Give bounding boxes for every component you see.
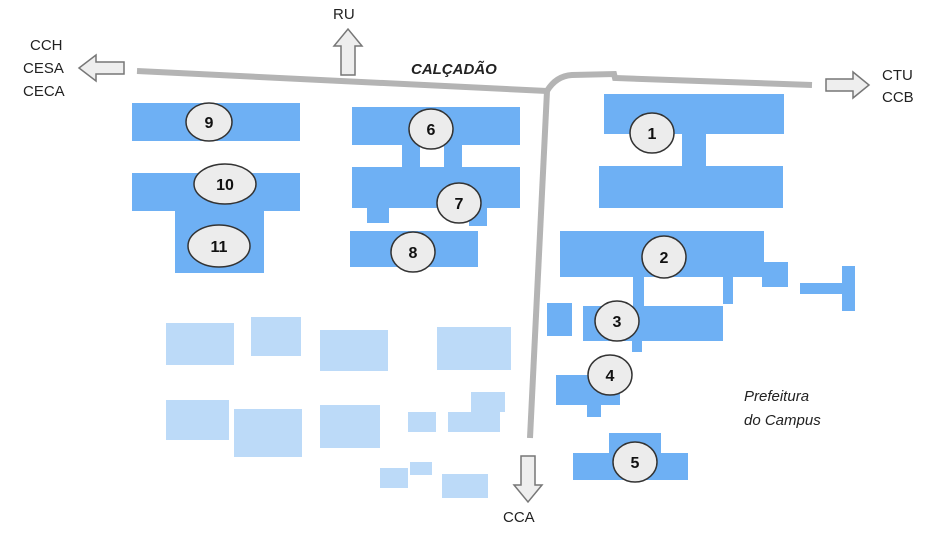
building-6-connector	[444, 143, 462, 171]
faded-building	[471, 392, 505, 412]
faded-building	[380, 468, 408, 488]
faded-building	[442, 474, 488, 498]
building-marker-10[interactable]: 10	[193, 163, 257, 205]
building-2-wing	[723, 277, 733, 304]
marker-circle	[436, 182, 482, 224]
building-marker-5[interactable]: 5	[612, 441, 658, 483]
marker-circle	[587, 354, 633, 396]
building-number: 1	[648, 126, 657, 143]
direction-east-label: CCB	[882, 89, 914, 106]
marker-circle	[594, 300, 640, 342]
area-label: do Campus	[744, 412, 821, 429]
direction-south-label: CCA	[503, 509, 535, 526]
marker-circle	[185, 102, 233, 142]
arrow-down-icon	[512, 455, 544, 504]
building-number: 9	[205, 115, 214, 132]
building-number: 10	[216, 177, 234, 194]
roads	[136, 68, 813, 439]
building-marker-2[interactable]: 2	[641, 235, 687, 279]
building-7-shape	[352, 167, 520, 208]
street-label: CALÇADÃO	[411, 60, 497, 78]
building-number: 7	[455, 196, 464, 213]
building-marker-3[interactable]: 3	[594, 300, 640, 342]
building-1-connector	[682, 132, 706, 172]
faded-building	[166, 323, 234, 365]
building-number: 2	[660, 250, 669, 267]
faded-building	[410, 462, 432, 475]
marker-circle	[641, 235, 687, 279]
faded-building	[320, 330, 388, 371]
marker-circle	[408, 108, 454, 150]
direction-west-label: CECA	[23, 83, 65, 100]
building-6-connector	[402, 143, 420, 171]
faded-building	[234, 409, 302, 457]
area-label: Prefeitura	[744, 388, 809, 405]
marker-circle	[612, 441, 658, 483]
east-road	[544, 70, 813, 93]
building-2-annex	[800, 283, 844, 294]
building-2-annex	[842, 266, 855, 311]
calcadao-road	[136, 68, 548, 94]
building-7-wing	[367, 205, 389, 223]
central-road	[527, 90, 550, 439]
faded-building	[448, 412, 500, 432]
building-2-wing	[633, 277, 644, 307]
faded-building	[251, 317, 301, 356]
faded-building	[408, 412, 436, 432]
marker-circle	[390, 231, 436, 273]
arrow-left-icon	[77, 53, 125, 83]
building-marker-8[interactable]: 8	[390, 231, 436, 273]
arrow-up-icon	[332, 27, 364, 76]
marker-circle	[187, 224, 251, 268]
direction-west-label: CCH	[30, 37, 63, 54]
direction-east-label: CTU	[882, 67, 913, 84]
building-number: 5	[631, 455, 640, 472]
direction-arrows	[77, 27, 871, 504]
other-buildings	[166, 317, 511, 498]
building-2-wing	[762, 262, 788, 287]
building-3-wing	[632, 339, 642, 352]
building-marker-11[interactable]: 11	[187, 224, 251, 268]
direction-west-label: CESA	[23, 60, 64, 77]
building-marker-9[interactable]: 9	[185, 102, 233, 142]
building-marker-7[interactable]: 7	[436, 182, 482, 224]
building-number: 6	[427, 122, 436, 139]
building-4-wing	[587, 403, 601, 417]
faded-building	[437, 327, 511, 370]
arrow-right-icon	[825, 70, 871, 100]
building-number: 11	[211, 239, 228, 256]
faded-building	[320, 405, 380, 448]
marker-circle	[629, 112, 675, 154]
building-marker-4[interactable]: 4	[587, 354, 633, 396]
building-number: 3	[613, 314, 622, 331]
building-marker-1[interactable]: 1	[629, 112, 675, 154]
building-marker-6[interactable]: 6	[408, 108, 454, 150]
building-1-shape	[599, 166, 783, 208]
building-3-annex	[547, 303, 572, 336]
building-number: 8	[409, 245, 418, 262]
building-number: 4	[606, 368, 615, 385]
faded-building	[166, 400, 229, 440]
direction-north-label: RU	[333, 6, 355, 23]
marker-circle	[193, 163, 257, 205]
